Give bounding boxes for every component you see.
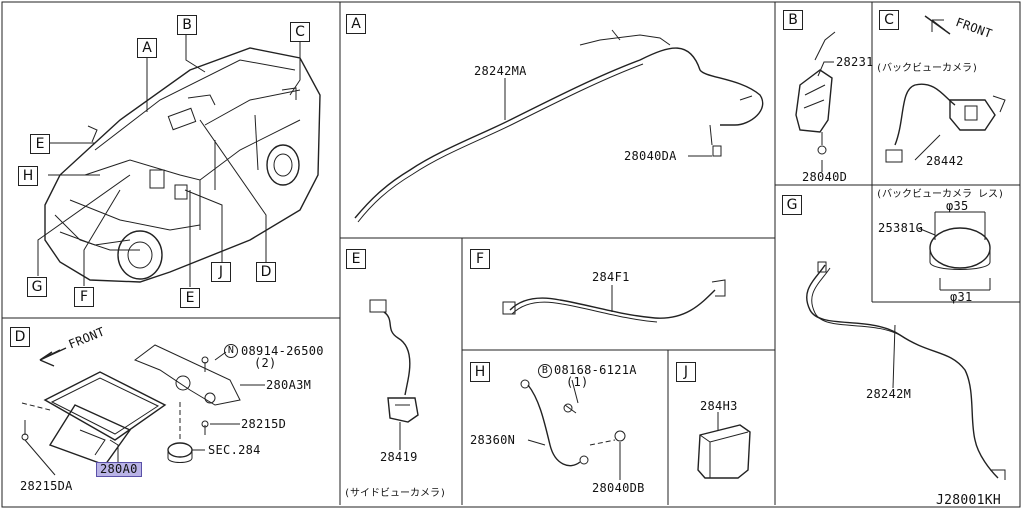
dimension-35: φ35 bbox=[946, 199, 969, 213]
part-label-28231[interactable]: 28231 bbox=[836, 55, 874, 69]
part-label-SEC284[interactable]: SEC.284 bbox=[208, 443, 261, 457]
panel-F-label: F bbox=[470, 249, 490, 269]
harness-28242M bbox=[806, 261, 1006, 480]
caption-back-view-camera-less: (バックビューカメラ レス) bbox=[876, 189, 1005, 200]
callout-J[interactable]: J bbox=[211, 262, 231, 282]
part-label-25381G[interactable]: 25381G bbox=[878, 221, 924, 235]
part-label-28360N[interactable]: 28360N bbox=[470, 433, 516, 447]
callout-B[interactable]: B bbox=[177, 15, 197, 35]
vehicle-overview bbox=[37, 34, 321, 287]
callout-E-top[interactable]: E bbox=[30, 134, 50, 154]
camera-28442 bbox=[885, 15, 1006, 291]
camera-28419 bbox=[369, 299, 419, 450]
diagram-code: J28001KH bbox=[936, 493, 1002, 508]
part-label-284F1[interactable]: 284F1 bbox=[592, 270, 630, 284]
callout-N-circle: N bbox=[224, 344, 238, 358]
part-label-28242MA[interactable]: 28242MA bbox=[474, 64, 527, 78]
part-label-28215D[interactable]: 28215D bbox=[241, 417, 287, 431]
callout-H[interactable]: H bbox=[18, 166, 38, 186]
panel-D-label: D bbox=[10, 327, 30, 347]
bracket-280A3M bbox=[21, 344, 265, 476]
part-qty-08168: (1) bbox=[566, 375, 589, 389]
callout-D[interactable]: D bbox=[256, 262, 276, 282]
panel-H-label: H bbox=[470, 362, 490, 382]
dimension-31: φ31 bbox=[950, 290, 973, 304]
harness-284F1 bbox=[502, 279, 726, 323]
part-label-28215DA[interactable]: 28215DA bbox=[20, 479, 73, 493]
callout-C[interactable]: C bbox=[290, 22, 310, 42]
camera-28231 bbox=[795, 31, 836, 172]
part-284H3 bbox=[697, 412, 751, 479]
part-label-28242M[interactable]: 28242M bbox=[866, 387, 912, 401]
panel-J-label: J bbox=[676, 362, 696, 382]
part-label-28040DB[interactable]: 28040DB bbox=[592, 481, 645, 495]
part-label-28419[interactable]: 28419 bbox=[380, 450, 418, 464]
part-label-28040D[interactable]: 28040D bbox=[802, 170, 848, 184]
callout-A[interactable]: A bbox=[137, 38, 157, 58]
part-label-28442[interactable]: 28442 bbox=[926, 154, 964, 168]
part-label-08168-6121A[interactable]: 08168-6121A bbox=[554, 363, 637, 377]
callout-B-circle: B bbox=[538, 364, 552, 378]
panel-C-label: C bbox=[879, 10, 899, 30]
cable-28360N bbox=[520, 379, 626, 480]
part-label-280A3M[interactable]: 280A3M bbox=[266, 378, 312, 392]
part-label-284H3[interactable]: 284H3 bbox=[700, 399, 738, 413]
panel-B-label: B bbox=[783, 10, 803, 30]
callout-G[interactable]: G bbox=[27, 277, 47, 297]
part-qty-08914: (2) bbox=[254, 356, 277, 370]
caption-back-view-camera: (バックビューカメラ) bbox=[876, 63, 979, 74]
part-label-28040DA[interactable]: 28040DA bbox=[624, 149, 677, 163]
part-label-280A0-highlighted[interactable]: 280A0 bbox=[96, 462, 142, 477]
callout-E[interactable]: E bbox=[180, 288, 200, 308]
caption-side-view-camera: (サイドビューカメラ) bbox=[344, 488, 447, 499]
harness-28242MA bbox=[354, 29, 764, 223]
callout-F[interactable]: F bbox=[74, 287, 94, 307]
panel-G-label: G bbox=[782, 195, 802, 215]
part-label-08914-26500[interactable]: 08914-26500 bbox=[241, 344, 324, 358]
panel-E-label: E bbox=[346, 249, 366, 269]
panel-A-label: A bbox=[346, 14, 366, 34]
